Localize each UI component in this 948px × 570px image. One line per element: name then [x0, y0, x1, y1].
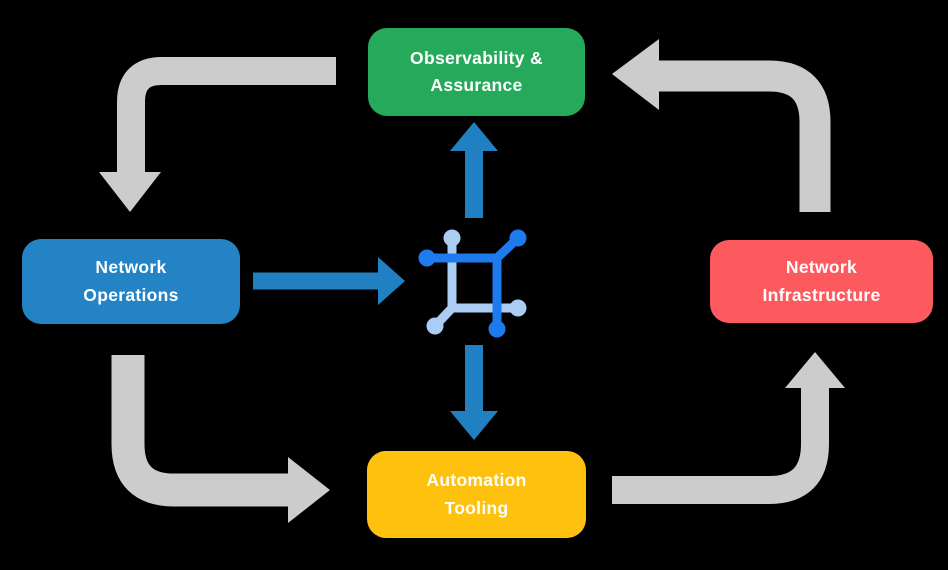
- icon-dark-strokes: [418, 229, 527, 338]
- arrow-head-down-icon: [450, 411, 498, 440]
- arrow-head-down-icon: [99, 172, 161, 212]
- node-network-infrastructure: [710, 240, 933, 323]
- arrow-shaft: [612, 386, 829, 504]
- icon-node-dot: [418, 249, 436, 267]
- arrow-head-right-icon: [288, 457, 330, 523]
- arrow-observability-to-operations: [99, 57, 336, 212]
- arrow-shaft: [117, 57, 336, 174]
- arrow-shaft: [111, 355, 290, 507]
- arrow-infrastructure-to-observability: [612, 39, 831, 212]
- icon-node-dot: [509, 299, 527, 317]
- node-automation-tooling: [367, 451, 586, 538]
- arrow-head-left-icon: [612, 39, 659, 110]
- icon-node-dot: [443, 229, 461, 247]
- arrow-center-to-tooling: [450, 345, 498, 440]
- arrow-tooling-to-infrastructure: [612, 352, 845, 504]
- network-platform-icon: [418, 229, 527, 338]
- arrow-head-right-icon: [378, 257, 405, 305]
- arrow-operations-to-center: [253, 257, 405, 305]
- node-observability-assurance: [368, 28, 585, 116]
- arrow-shaft: [658, 60, 831, 212]
- arrow-operations-to-tooling: [111, 355, 330, 523]
- node-network-operations: [22, 239, 240, 324]
- arrow-head-up-icon: [785, 352, 845, 388]
- icon-node-dot: [488, 320, 506, 338]
- icon-node-dot: [509, 229, 527, 247]
- arrow-head-up-icon: [450, 122, 498, 151]
- icon-node-dot: [426, 317, 444, 335]
- arrow-center-to-observability: [450, 122, 498, 218]
